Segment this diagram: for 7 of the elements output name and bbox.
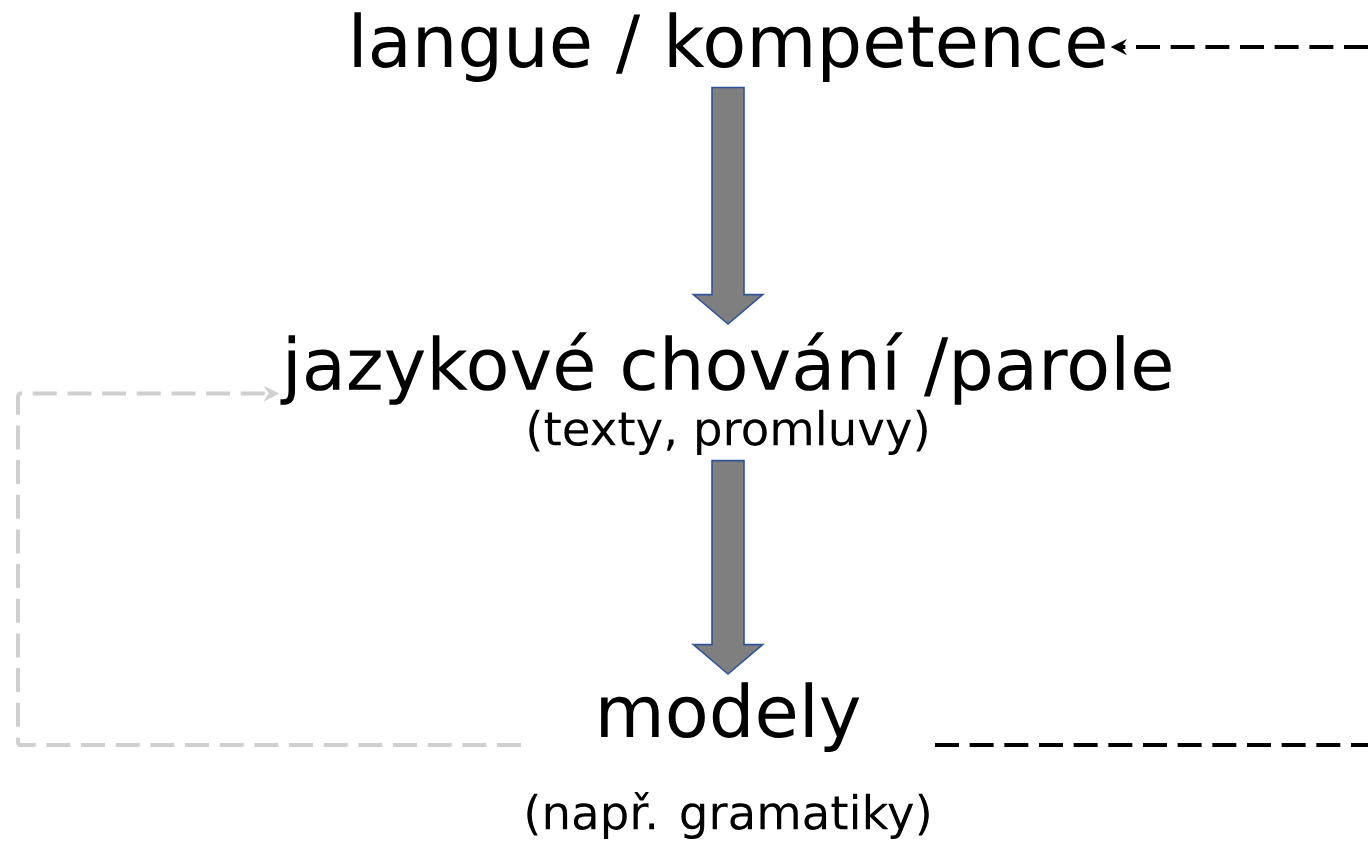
block-arrow — [691, 86, 765, 326]
dashed-line — [935, 743, 1368, 747]
text-label: jazykové chování /parole (texty, promluvy) — [280, 332, 1171, 455]
block-arrow — [691, 459, 765, 676]
text-label: modely (např. gramatiky) — [527, 682, 929, 839]
text-label: langue / kompetence — [354, 12, 1105, 82]
dashed-arrow — [16, 385, 521, 747]
